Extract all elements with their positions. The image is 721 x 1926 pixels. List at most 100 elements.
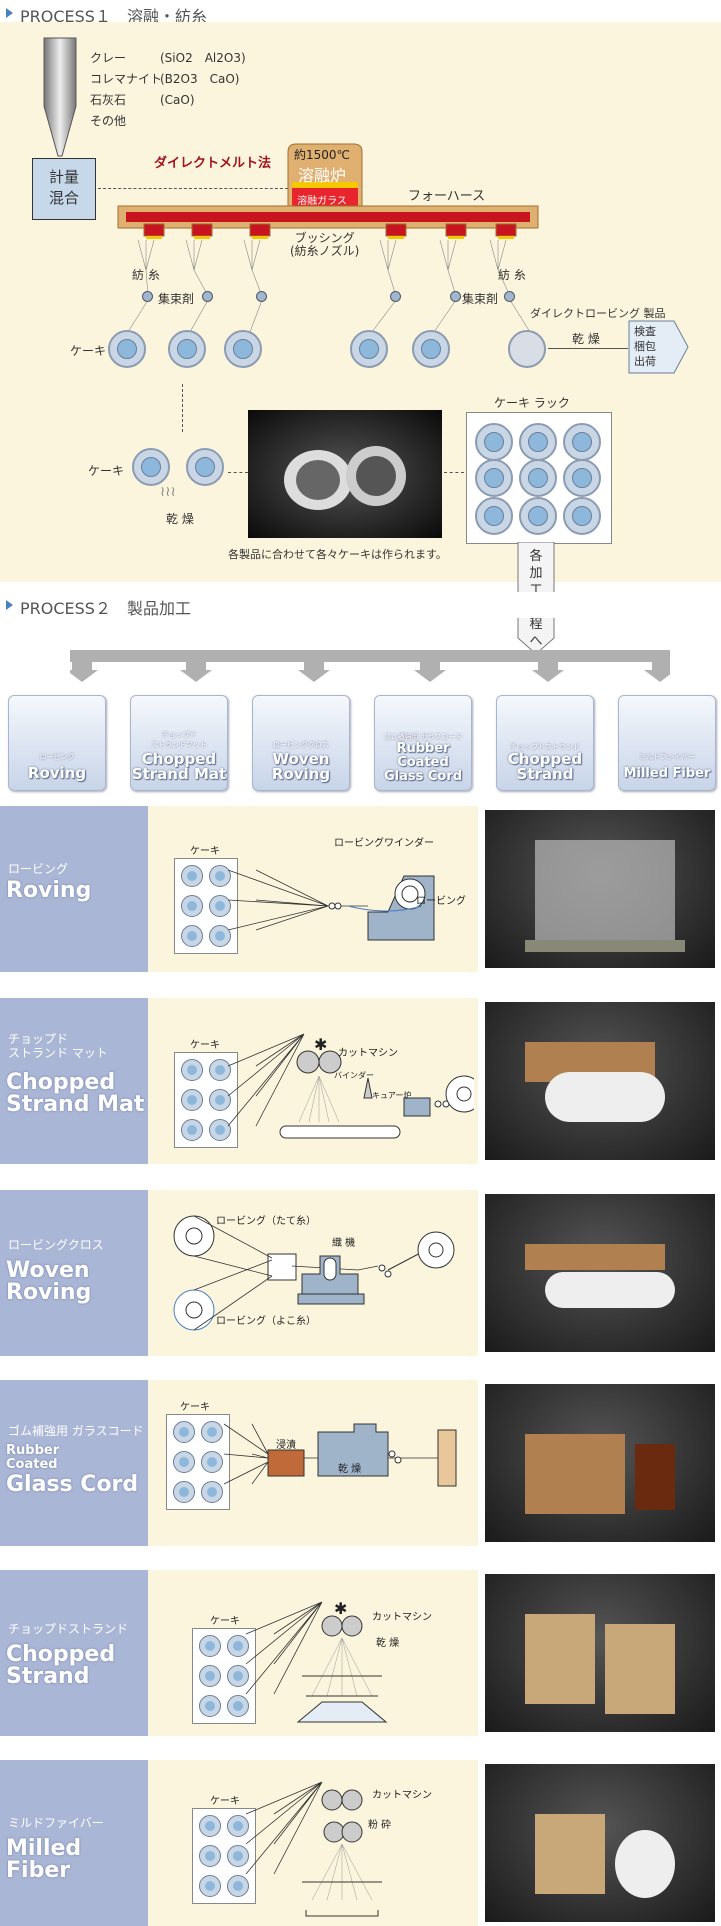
hopper-icon	[43, 37, 77, 157]
product-en-label: Milled Fiber	[623, 766, 711, 781]
warp-label: ロービング（たて糸）	[216, 1216, 316, 1227]
dip-label: 浸漬	[276, 1440, 296, 1451]
process2-title: PROCESS２ 製品加工	[20, 599, 191, 618]
drying-label: 乾 燥	[166, 512, 194, 526]
cake-label: ケーキ	[70, 344, 107, 358]
process2-header: PROCESS２ 製品加工	[0, 592, 721, 618]
woven-roving-photo	[485, 1194, 715, 1352]
bushing-label: ブッシング (紡糸ノズル)	[290, 231, 360, 258]
section-diagram: ケーキ 浸漬 乾 燥	[148, 1380, 478, 1546]
section-en-title: Roving	[6, 878, 92, 903]
product-jp-label: ゴム補強用 ガラスコード	[383, 733, 463, 741]
mat-line-diagram: ✱	[227, 1033, 474, 1139]
product-tile-glass-cord[interactable]: ゴム補強用 ガラスコード Rubber Coated Glass Cord	[374, 695, 472, 791]
section-woven-roving: ロービングクロス Woven Roving ロービング（たて糸） 織 機 ロービ…	[0, 1190, 721, 1356]
cake-spool	[475, 497, 513, 535]
cake-spool	[475, 459, 513, 497]
cure-oven-label: キュアー炉	[372, 1091, 412, 1100]
section-milled-fiber: ミルドファイバー Milled Fiber ケーキ カットマシン 粉 砕	[0, 1760, 721, 1926]
cutter-label: カットマシン	[338, 1048, 398, 1059]
connector-line	[548, 348, 628, 349]
product-jp-label: チョップド ストランドマット	[151, 731, 207, 749]
product-tile-chopped-strand[interactable]: チョップドストランド Chopped Strand	[496, 695, 594, 791]
furnace-label: 溶融炉	[297, 166, 346, 185]
section-en-title: Rubber Coated	[6, 1443, 60, 1472]
inspection-label: 検査 梱包 出荷	[634, 325, 656, 368]
process1-header: PROCESS１ 溶融・紡糸	[0, 0, 721, 26]
box-bag-icon	[535, 1814, 675, 1898]
section-diagram: ケーキ カットマシン 粉 砕	[148, 1760, 478, 1926]
weft-label: ロービング（よこ糸）	[216, 1316, 316, 1327]
cake-rack	[466, 412, 612, 544]
section-jp-title: ロービング	[8, 862, 69, 876]
dry-label: 乾 燥	[338, 1464, 362, 1475]
section-chopped-strand: チョップドストランド Chopped Strand ケーキ ✱ カットマシン 乾…	[0, 1570, 721, 1736]
product-jp-label: チョップドストランド	[510, 743, 580, 751]
steam-icon: ≀≀≀	[160, 484, 176, 500]
fiber-lines	[127, 240, 531, 333]
cake-rack	[192, 1628, 256, 1724]
furnace-temp-label: 約1500℃	[293, 148, 351, 162]
crush-label: 粉 砕	[368, 1820, 392, 1831]
glass-cord-photo	[485, 1384, 715, 1542]
section-side-panel: チョップドストランド Chopped Strand	[0, 1570, 148, 1736]
cake-rack	[192, 1808, 256, 1904]
section-jp-title: チョップドストランド	[8, 1622, 129, 1636]
product-tile-woven-roving[interactable]: ロービングクロス Woven Roving	[252, 695, 350, 791]
cake-label: ケーキ	[190, 1040, 220, 1051]
product-tile-chopped-strand-mat[interactable]: チョップド ストランドマット Chopped Strand Mat	[130, 695, 228, 791]
spinning-label: 紡 糸	[498, 268, 526, 282]
cake-spool	[224, 330, 262, 368]
cake-spool	[350, 330, 388, 368]
bags-icon	[525, 1614, 675, 1714]
section-side-panel: ロービング Roving	[0, 806, 148, 972]
cake-rack-label: ケーキ ラック	[494, 396, 570, 410]
section-jp-title: ロービングクロス	[8, 1238, 104, 1252]
triangle-bullet-icon	[6, 600, 13, 610]
binder-roller	[390, 291, 401, 302]
cake-spool	[108, 330, 146, 368]
forehearth-label: フォーハース	[408, 189, 486, 204]
milled-fiber-diagram	[245, 1781, 382, 1917]
binder-roller	[202, 291, 213, 302]
binder-label: 集束剤	[462, 292, 499, 306]
binder-roller	[450, 291, 461, 302]
drying-label: 乾 燥	[572, 332, 600, 346]
material-name: コレマナイト	[90, 72, 163, 86]
section-diagram: ケーキ ✱ カットマシン 乾 燥	[148, 1570, 478, 1736]
roving-winder-diagram	[227, 869, 435, 941]
cake-spool	[132, 448, 170, 486]
inspection-arrow	[628, 320, 689, 374]
spinning-label: 紡 糸	[132, 268, 160, 282]
cake-label: ケーキ	[190, 846, 220, 857]
binder-roller	[504, 291, 515, 302]
dashed-connector	[182, 384, 183, 432]
product-jp-label: ロービング	[39, 753, 75, 761]
material-formula: (B2O3 CaO)	[160, 72, 240, 86]
section-diagram: ケーキ ロービングワインダー ロービング	[148, 806, 478, 972]
product-tile-milled-fiber[interactable]: ミルドファイバー Milled Fiber	[618, 695, 716, 791]
section-glass-cord: ゴム補強用 ガラスコード Rubber Coated Glass Cord ケー…	[0, 1380, 721, 1546]
furnace-diagram	[117, 143, 539, 239]
process1-title: PROCESS１ 溶融・紡糸	[20, 7, 207, 26]
cake-caption: 各製品に合わせて各々ケーキは作られます。	[228, 548, 447, 561]
section-side-panel: ロービングクロス Woven Roving	[0, 1190, 148, 1356]
direct-roving-spool	[508, 330, 546, 368]
material-name: その他	[90, 114, 127, 128]
cutter-label: カットマシン	[372, 1612, 432, 1623]
roving-pallet-icon	[525, 840, 685, 952]
mat-roll-icon	[525, 1042, 665, 1122]
material-formula: (SiO2 Al2O3)	[160, 51, 246, 65]
section-side-panel: ミルドファイバー Milled Fiber	[0, 1760, 148, 1926]
product-tile-roving[interactable]: ロービング Roving	[8, 695, 106, 791]
product-jp-label: ミルドファイバー	[639, 753, 695, 761]
chopped-strand-mat-photo	[485, 1002, 715, 1160]
roving-product-photo	[485, 810, 715, 968]
cake-spool	[168, 330, 206, 368]
product-en-label: Roving	[27, 764, 87, 782]
cake-label: ケーキ	[180, 1402, 210, 1413]
section-en-title: Milled Fiber	[6, 1836, 82, 1883]
cake-rack	[166, 1414, 230, 1510]
cake-rack	[174, 1052, 238, 1148]
cake-spool	[563, 497, 601, 535]
